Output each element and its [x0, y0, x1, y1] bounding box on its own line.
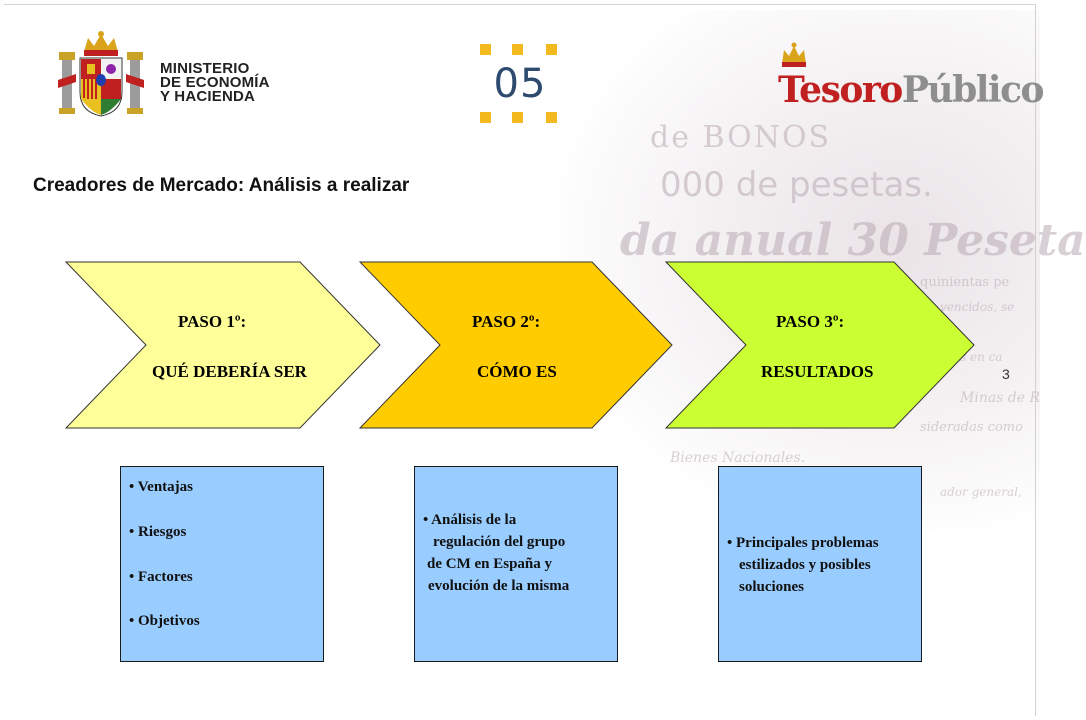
- coat-of-arms-icon: [58, 31, 144, 117]
- step-1-label: PASO 1º:: [178, 312, 247, 331]
- list-item: • Factores: [129, 569, 193, 585]
- list-item: evolución de la misma: [428, 578, 570, 594]
- bg-text: ador general,: [940, 485, 1022, 499]
- section-badge: [476, 44, 562, 126]
- page-number: 3: [1002, 366, 1010, 382]
- bg-text: de BONOS: [650, 120, 832, 155]
- corner-square-icon: [512, 44, 523, 55]
- list-item: de CM en España y: [427, 556, 553, 572]
- ministry-line: Y HACIENDA: [160, 88, 256, 105]
- crown-icon: [782, 42, 806, 67]
- corner-square-icon: [480, 44, 491, 55]
- bg-text: s en ca: [960, 350, 1003, 364]
- ministry-line: DE ECONOMÍA: [160, 74, 270, 91]
- step-2-detail-box: • Análisis de la regulación del grupo de…: [414, 466, 618, 662]
- corner-square-icon: [546, 44, 557, 55]
- logo-part-tesoro: Tesoro: [778, 69, 903, 111]
- bg-text: sideradas como: [920, 420, 1023, 435]
- list-item: • Análisis de la: [423, 512, 517, 528]
- step-2-label: PASO 2º:: [472, 312, 541, 331]
- step-1-subtitle: QUÉ DEBERÍA SER: [152, 362, 307, 381]
- chevron-step-1: [64, 261, 381, 429]
- ministry-line: MINISTERIO: [160, 60, 250, 77]
- bg-text: Minas de R: [960, 390, 1041, 406]
- slide-border-top: [4, 4, 1036, 5]
- corner-square-icon: [480, 112, 491, 123]
- step-1-detail-box: • Ventajas • Riesgos • Factores • Objeti…: [120, 466, 324, 662]
- bg-text: Bienes Nacionales.: [670, 450, 806, 466]
- tesoro-publico-logo: TesoroPúblico: [778, 69, 1045, 111]
- list-item: • Ventajas: [129, 479, 194, 495]
- list-item: estilizados y posibles: [739, 557, 871, 573]
- section-number: 05: [493, 61, 547, 107]
- list-item: regulación del grupo: [433, 534, 566, 550]
- list-item: • Riesgos: [129, 524, 187, 540]
- slide-title: Creadores de Mercado: Análisis a realiza…: [33, 175, 410, 196]
- process-chevrons: [64, 261, 975, 429]
- corner-square-icon: [546, 112, 557, 123]
- bg-text: vencidos, se: [940, 300, 1015, 314]
- list-item: soluciones: [739, 579, 805, 595]
- logo-part-publico: Público: [901, 69, 1045, 111]
- bg-text: da anual 30 Peseta: [620, 215, 1086, 266]
- bg-text: 000 de pesetas.: [660, 165, 933, 205]
- slide-border-right: [1035, 4, 1036, 716]
- chevron-step-2: [358, 261, 673, 429]
- step-3-detail-box: • Principales problemas estilizados y po…: [718, 466, 922, 662]
- ministry-name: MINISTERIO DE ECONOMÍA Y HACIENDA: [160, 60, 270, 105]
- list-item: • Principales problemas: [727, 535, 879, 551]
- chevron-step-3: [664, 261, 975, 429]
- step-2-subtitle: CÓMO ES: [477, 362, 557, 381]
- step-3-label: PASO 3º:: [776, 312, 845, 331]
- corner-square-icon: [512, 112, 523, 123]
- bg-text: quinientas pe: [920, 275, 1010, 290]
- list-item: • Objetivos: [129, 613, 200, 629]
- step-3-subtitle: RESULTADOS: [761, 362, 874, 381]
